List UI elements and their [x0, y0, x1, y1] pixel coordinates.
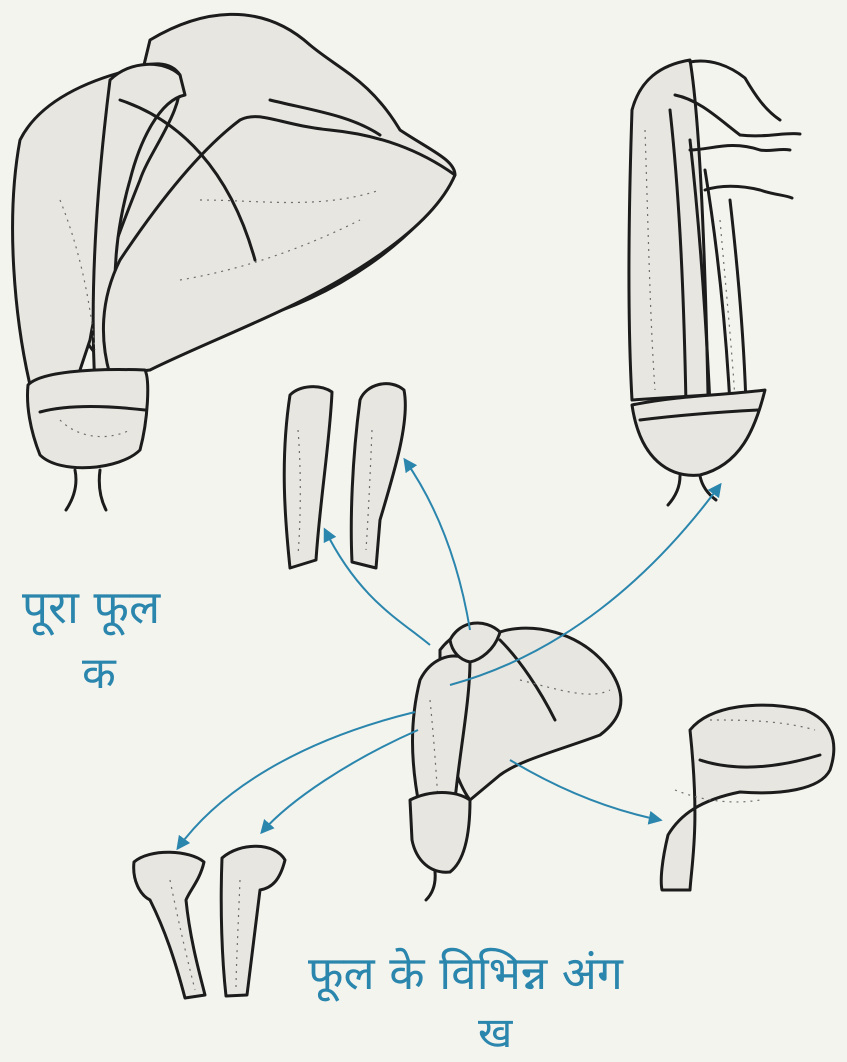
arrow-to-keel-right [262, 730, 418, 832]
stamen-tube-drawing [629, 60, 800, 505]
keel-petals-drawing [134, 846, 285, 998]
whole-flower-label: पूरा फूल [22, 584, 160, 630]
flower-parts-letter: ख [478, 1012, 512, 1054]
flower-parts-label: फूल के विभिन्न अंग [308, 950, 623, 996]
whole-flower-letter: क [82, 652, 116, 696]
wing-petals-drawing [284, 384, 405, 568]
arrow-to-right-petal [405, 460, 470, 630]
arrow-to-keel-left [178, 712, 415, 848]
arrow-to-standard [510, 760, 660, 820]
central-flower-drawing [410, 623, 621, 900]
standard-petal-drawing [661, 705, 834, 890]
